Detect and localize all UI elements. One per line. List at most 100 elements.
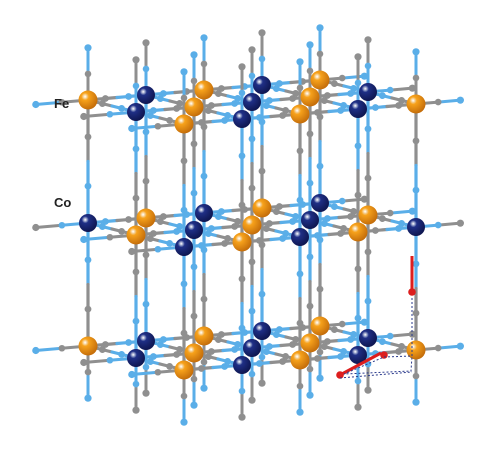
bond-0-0-0-c-atom-1 bbox=[84, 133, 92, 141]
co-atom-3-0-2 bbox=[253, 322, 271, 340]
co-atom-1-0-2 bbox=[137, 332, 155, 350]
bond-4-1-0-stub-right-2 bbox=[388, 86, 414, 92]
co-atom-1-2-0 bbox=[233, 110, 251, 128]
bond-4-0-2-b-atom-1 bbox=[331, 326, 338, 333]
bond-1-0-1-c-atom-2 bbox=[142, 300, 150, 308]
bond-0-1-0-stub-left-atom-2 bbox=[80, 112, 88, 121]
bond-3-0-1-b-atom-1 bbox=[273, 208, 280, 216]
bond-3-1-2-stub-down-atom-1 bbox=[306, 365, 314, 373]
bond-0-2-1-stub-left-atom-1 bbox=[154, 245, 162, 253]
co-atom-2-0-1 bbox=[195, 204, 213, 222]
bond-4-0-2-stub-right-2 bbox=[340, 320, 366, 326]
bond-0-0-0-b-atom-1 bbox=[99, 100, 106, 107]
fe-atom-2-2-2 bbox=[290, 350, 310, 370]
bond-4-0-2-stub-right-atom-1 bbox=[338, 320, 346, 328]
bond-4-2-0-stub-up-atom-2 bbox=[412, 48, 420, 56]
bond-4-0-0-stub-right-atom-1 bbox=[338, 74, 346, 82]
bond-4-0-1-stub-right-atom-1 bbox=[338, 197, 346, 205]
fe-atom-4-0-2 bbox=[310, 316, 330, 336]
bond-1-2-1-c-atom-1 bbox=[238, 275, 246, 283]
bond-0-1-2-a-atom-1 bbox=[150, 353, 157, 360]
bond-0-2-2-a-atom-2 bbox=[221, 363, 229, 370]
bond-4-1-2-stub-down-atom-2 bbox=[364, 386, 372, 394]
bond-0-0-0-c-atom-2 bbox=[84, 182, 92, 190]
bond-0-1-2-stub-left-2 bbox=[82, 358, 112, 364]
bond-0-0-0-stub-up-atom-1 bbox=[84, 70, 92, 78]
bond-0-0-0-a-atom-1 bbox=[102, 95, 109, 102]
bond-3-2-2-a-atom-2 bbox=[395, 348, 402, 355]
bond-1-0-0-c-atom-1 bbox=[142, 128, 150, 136]
bond-0-1-2-stub-left-atom-1 bbox=[106, 356, 114, 364]
bond-0-0-1-c-atom-1 bbox=[84, 256, 92, 264]
bond-0-0-2-stub-down-atom-2 bbox=[84, 394, 92, 402]
bond-2-2-1-a-atom-2 bbox=[337, 230, 344, 237]
bond-2-2-1-a-atom-1 bbox=[314, 232, 321, 239]
bond-0-1-1-b-atom-2 bbox=[166, 240, 174, 247]
bond-4-2-0-c-atom-1 bbox=[412, 137, 420, 145]
bond-4-1-0-b-atom-1 bbox=[379, 92, 386, 99]
bond-2-1-0-c-atom-1 bbox=[248, 135, 256, 143]
bond-4-0-1-b-atom-2 bbox=[350, 208, 357, 215]
fe-atom-1-0-1 bbox=[136, 208, 156, 228]
bond-4-1-1-b-atom-2 bbox=[398, 220, 405, 227]
bond-2-0-1-a-atom-1 bbox=[218, 208, 225, 215]
bond-2-0-1-b-atom-1 bbox=[215, 213, 222, 221]
bond-2-1-0-a-atom-1 bbox=[266, 97, 273, 104]
bond-0-0-2-stub-left-atom-1 bbox=[58, 344, 66, 352]
bond-0-1-1-stub-left-atom-2 bbox=[80, 235, 88, 244]
bond-2-0-2-b-atom-2 bbox=[234, 341, 242, 348]
bond-4-2-1-c-atom-1 bbox=[412, 260, 420, 268]
fe-atom-2-2-0 bbox=[290, 104, 310, 124]
bond-4-2-2-stub-right-2 bbox=[436, 344, 462, 350]
bond-2-1-2-b-atom-2 bbox=[282, 353, 289, 360]
bond-3-1-2-b-atom-2 bbox=[340, 348, 347, 355]
bond-0-0-0-b-atom-2 bbox=[118, 105, 125, 112]
bond-2-0-0-stub-up-atom-1 bbox=[200, 60, 208, 68]
bond-4-2-1-stub-right-atom-2 bbox=[456, 219, 464, 227]
bond-4-2-0-stub-up-atom-1 bbox=[412, 74, 420, 82]
bond-4-1-1-c-atom-1 bbox=[364, 248, 372, 256]
co-atom-1-2-2 bbox=[233, 356, 251, 374]
bond-3-1-2-a-atom-2 bbox=[347, 336, 354, 343]
bond-3-1-1-b-atom-2 bbox=[340, 225, 347, 232]
bond-3-2-0-a-atom-2 bbox=[395, 102, 402, 109]
cell-edge-2 bbox=[339, 371, 413, 379]
oxygen-bond-2 bbox=[339, 351, 382, 377]
co-atom-2-2-1 bbox=[291, 228, 309, 246]
bond-1-2-0-stub-up-atom-2 bbox=[238, 63, 246, 71]
bond-3-1-0-c-atom-2 bbox=[306, 179, 314, 187]
bond-3-0-2-b-atom-1 bbox=[273, 331, 280, 338]
bond-0-1-0-c-atom-1 bbox=[132, 145, 140, 153]
bond-0-1-2-b-atom-2 bbox=[166, 363, 174, 370]
bond-4-0-0-stub-up-atom-2 bbox=[316, 24, 324, 32]
bond-1-2-1-a-atom-1 bbox=[256, 237, 263, 244]
bond-3-0-0-stub-up-atom-2 bbox=[258, 29, 266, 37]
bond-2-1-0-stub-up-atom-1 bbox=[248, 72, 256, 80]
bond-1-1-0-a-atom-1 bbox=[208, 102, 215, 109]
bond-0-0-0-a-atom-2 bbox=[125, 93, 132, 100]
bond-3-1-2-stub-down-atom-2 bbox=[306, 391, 314, 399]
bond-3-2-1-a-atom-2 bbox=[395, 225, 402, 232]
bond-0-0-1-stub-left-atom-2 bbox=[32, 223, 40, 232]
bond-2-1-0-c-atom-2 bbox=[248, 184, 256, 192]
bond-4-0-0-b-atom-1 bbox=[331, 80, 338, 87]
bond-1-1-1-b-atom-1 bbox=[205, 230, 212, 238]
bond-1-2-1-c-atom-2 bbox=[238, 324, 246, 332]
bond-0-2-1-stub-left-2 bbox=[130, 247, 160, 253]
bond-4-2-0-stub-right-2 bbox=[436, 98, 462, 104]
fe-label: Fe bbox=[54, 96, 69, 111]
bond-2-1-0-stub-up-atom-2 bbox=[248, 46, 256, 54]
bond-3-0-2-stub-down-atom-1 bbox=[258, 353, 266, 361]
bond-4-0-0-stub-right-atom-2 bbox=[360, 72, 368, 80]
bond-0-2-0-a-atom-1 bbox=[198, 119, 205, 126]
oxygen-atom-2 bbox=[336, 371, 344, 379]
bond-2-2-1-c-atom-1 bbox=[296, 270, 304, 278]
bond-2-1-2-stub-down-atom-2 bbox=[248, 396, 256, 404]
bond-4-1-0-stub-right-atom-1 bbox=[386, 86, 394, 94]
bond-1-1-2-b-atom-1 bbox=[205, 353, 212, 360]
bond-1-0-0-b-atom-2 bbox=[176, 100, 184, 107]
bond-0-1-0-stub-up-atom-1 bbox=[132, 82, 140, 90]
bond-3-1-2-a-atom-1 bbox=[324, 338, 331, 345]
bond-4-0-2-stub-down-atom-1 bbox=[316, 348, 324, 356]
bond-4-1-0-c-atom-2 bbox=[364, 174, 372, 182]
